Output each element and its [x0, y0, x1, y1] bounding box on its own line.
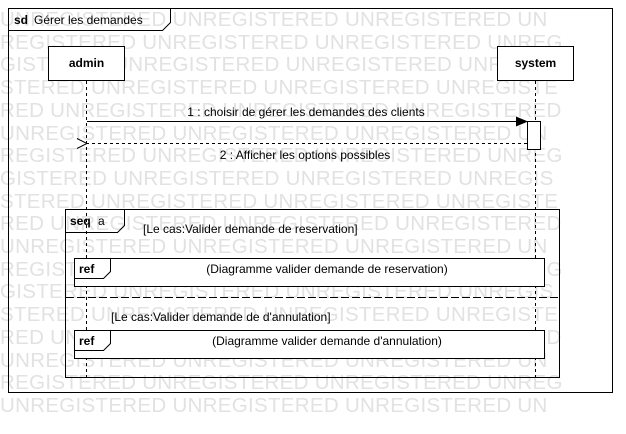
ref-1-label: (Diagramme valider demande de reservatio… [206, 262, 447, 276]
ref-frame-2[interactable]: ref (Diagramme valider demande d'annulat… [74, 330, 545, 359]
message-2-label: 2 : Afficher les options possibles [220, 148, 391, 162]
sd-keyword: sd [14, 13, 28, 27]
ref-2-label: (Diagramme valider demande d'annulation) [212, 334, 442, 348]
lifeline-system-head[interactable]: system [497, 46, 574, 81]
fragment-name: a [98, 214, 105, 228]
sd-title: Gérer les demandes [34, 13, 143, 27]
ref-frame-1[interactable]: ref (Diagramme valider demande de reserv… [74, 258, 545, 287]
message-1-label: 1 : choisir de gérer les demandes des cl… [187, 105, 424, 119]
fragment-keyword: seq [70, 214, 91, 228]
ref-2-keyword: ref [79, 334, 95, 348]
lifeline-admin-head[interactable]: admin [48, 46, 125, 81]
lifeline-system-label: system [515, 56, 556, 70]
sd-frame: sd Gérer les demandes [8, 8, 613, 393]
message-2[interactable]: 2 : Afficher les options possibles [87, 144, 527, 163]
fragment-guard-2: [Le cas:Valider demande de d'annulation] [111, 310, 331, 324]
combined-fragment-seq: seq a [Le cas:Valider demande de reserva… [65, 209, 560, 378]
activation-bar-system [527, 121, 541, 150]
fragment-guard-1: [Le cas:Valider demande de reservation] [143, 222, 358, 236]
ref-1-keyword: ref [79, 262, 95, 276]
message-1[interactable]: 1 : choisir de gérer les demandes des cl… [87, 105, 528, 127]
lifeline-admin-label: admin [69, 56, 104, 70]
